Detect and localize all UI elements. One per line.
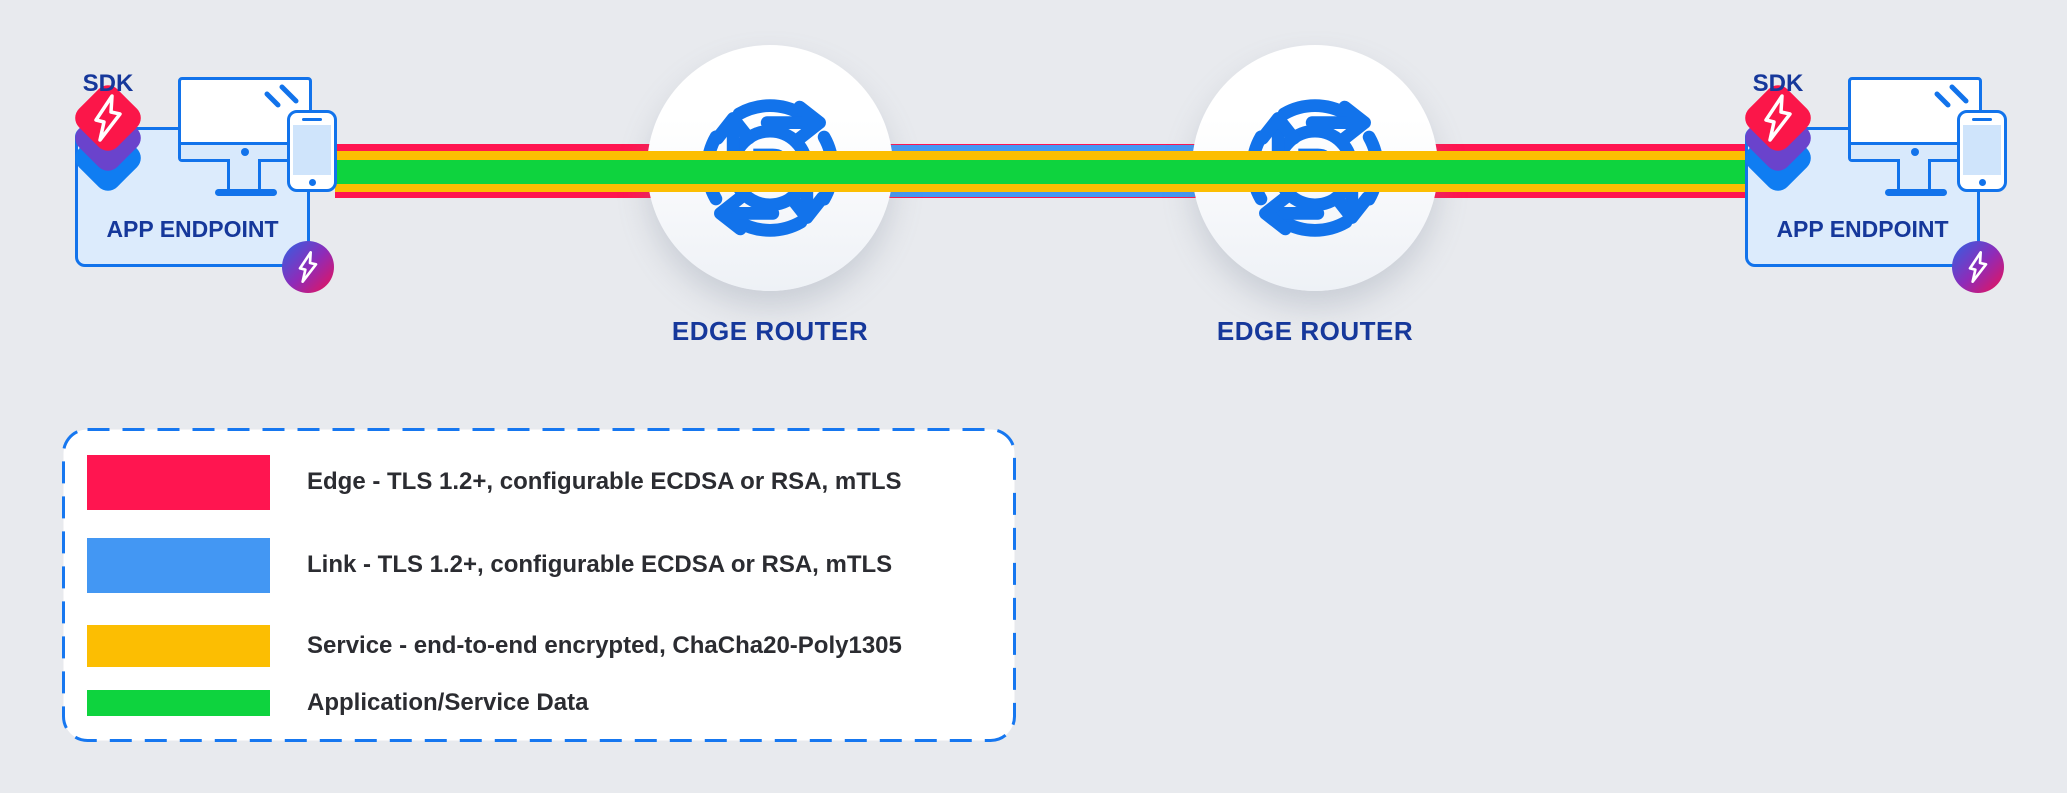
monitor-button bbox=[1911, 148, 1919, 156]
app-endpoint-label: APP ENDPOINT bbox=[106, 216, 279, 242]
lightning-bolt-icon bbox=[1968, 251, 1988, 283]
phone-home-button bbox=[1978, 179, 1986, 186]
legend-swatch-data bbox=[87, 690, 270, 716]
legend: Edge - TLS 1.2+, configurable ECDSA or R… bbox=[62, 428, 1016, 742]
legend-swatch-link bbox=[87, 538, 270, 593]
monitor-stand bbox=[227, 159, 261, 192]
connector-line bbox=[307, 190, 310, 248]
phone-icon bbox=[287, 110, 337, 192]
legend-label-service: Service - end-to-end encrypted, ChaCha20… bbox=[307, 632, 902, 659]
app-endpoint-left: SDK APP ENDPOINT bbox=[58, 30, 398, 320]
lightning-bolt-icon bbox=[1764, 94, 1792, 142]
legend-label-link: Link - TLS 1.2+, configurable ECDSA or R… bbox=[307, 551, 893, 578]
ziti-badge-icon bbox=[282, 241, 334, 293]
monitor-button bbox=[241, 148, 249, 156]
connector-line bbox=[1977, 190, 1980, 248]
phone-screen bbox=[293, 125, 331, 175]
screen-glare-icon bbox=[1934, 84, 1969, 108]
monitor-stand bbox=[1897, 159, 1931, 192]
legend-swatch-service bbox=[87, 625, 270, 667]
monitor-bezel bbox=[1851, 142, 1979, 159]
lightning-bolt-icon bbox=[94, 94, 122, 142]
lightning-bolt-icon bbox=[298, 251, 318, 283]
sdk-label: SDK bbox=[82, 70, 134, 97]
data-band-green bbox=[335, 160, 1760, 184]
phone-icon bbox=[1957, 110, 2007, 192]
legend-label-data: Application/Service Data bbox=[307, 689, 589, 716]
phone-screen bbox=[1963, 125, 2001, 175]
monitor-base bbox=[1885, 189, 1947, 196]
edge-router-label-left: EDGE ROUTER bbox=[671, 316, 869, 346]
phone-home-button bbox=[308, 179, 316, 186]
legend-dashed-border bbox=[62, 428, 1016, 742]
screen-glare-icon bbox=[264, 84, 299, 108]
legend-label-edge: Edge - TLS 1.2+, configurable ECDSA or R… bbox=[307, 468, 902, 495]
sdk-label: SDK bbox=[1752, 70, 1804, 97]
legend-swatch-edge bbox=[87, 455, 270, 510]
app-endpoint-label: APP ENDPOINT bbox=[1776, 216, 1949, 242]
ziti-badge-icon bbox=[1952, 241, 2004, 293]
monitor-bezel bbox=[181, 142, 309, 159]
edge-router-label-right: EDGE ROUTER bbox=[1216, 316, 1414, 346]
monitor-base bbox=[215, 189, 277, 196]
app-endpoint-right: SDK APP ENDPOINT bbox=[1728, 30, 2067, 320]
phone-speaker bbox=[302, 118, 322, 121]
phone-speaker bbox=[1972, 118, 1992, 121]
